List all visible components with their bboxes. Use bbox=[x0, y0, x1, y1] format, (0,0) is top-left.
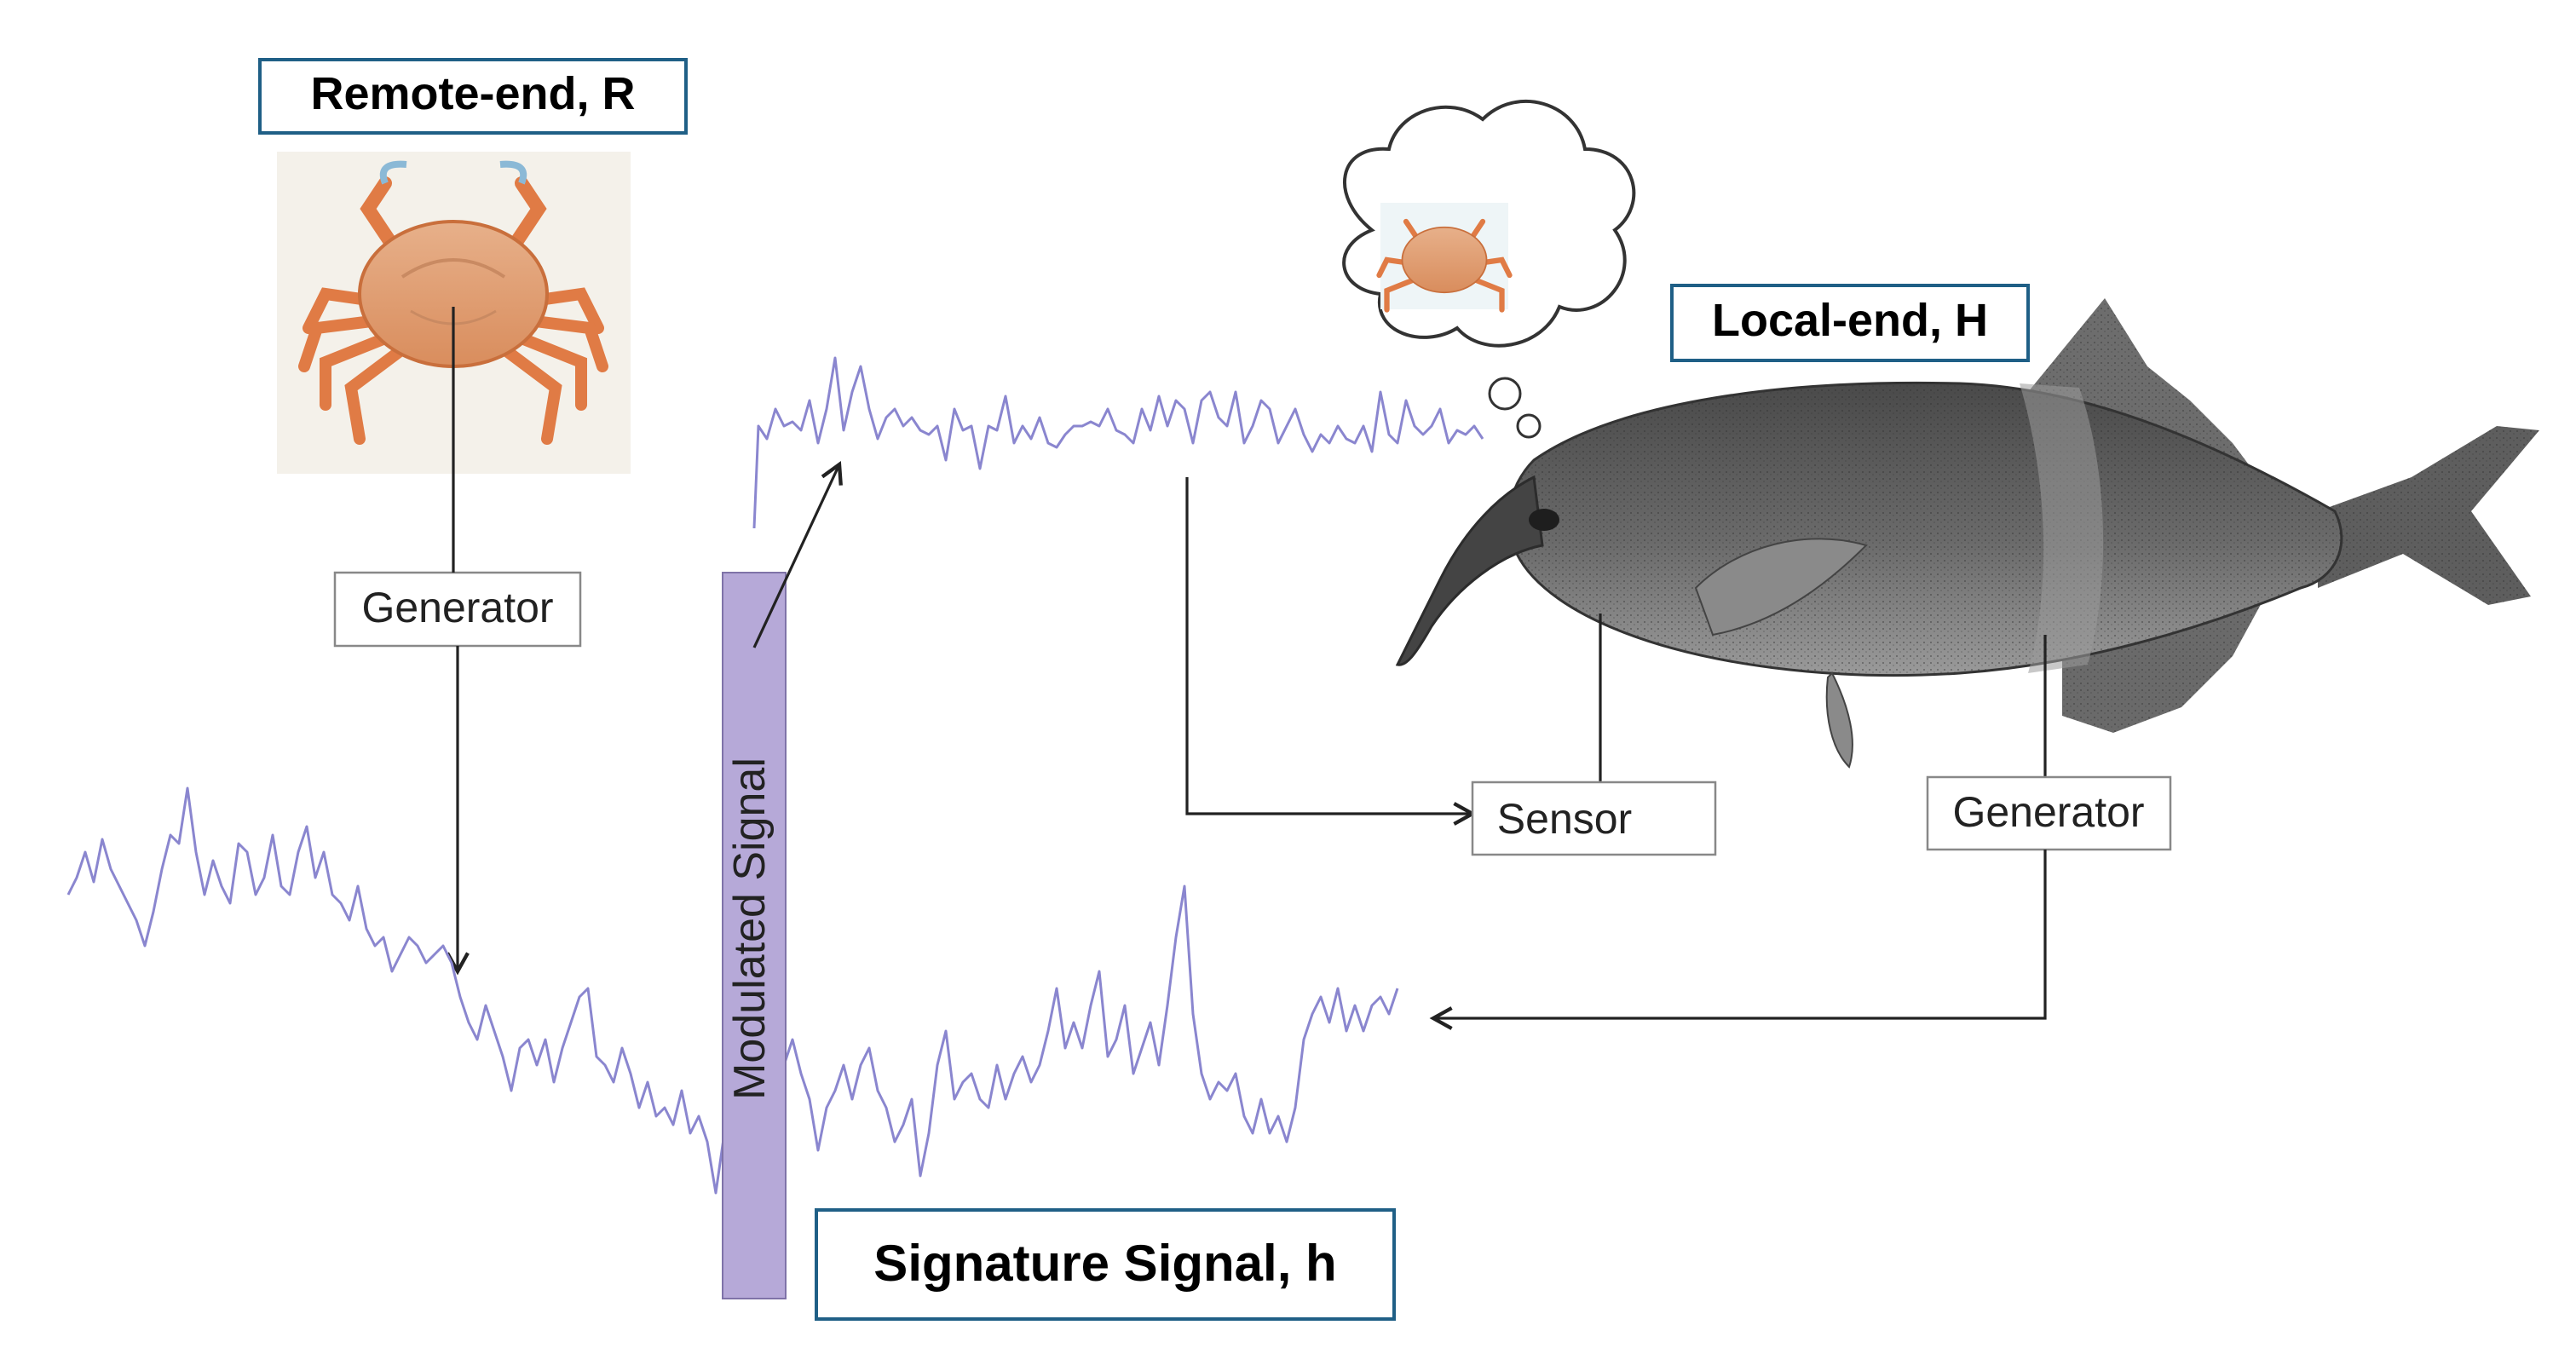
sensor-label: Sensor bbox=[1497, 795, 1632, 843]
left-generator-box: Generator bbox=[333, 571, 582, 648]
received-signal-trace bbox=[752, 356, 1484, 529]
thought-bubble-icon bbox=[1342, 99, 1636, 439]
sensor-box: Sensor bbox=[1471, 781, 1717, 856]
remote-end-label: Remote-end, R bbox=[310, 68, 635, 119]
modulated-signal-label: Modulated Signal bbox=[725, 758, 775, 1100]
right-generator-box: Generator bbox=[1926, 775, 2172, 851]
signal-to-sensor-connector bbox=[1185, 477, 1477, 826]
signature-signal-label: Signature Signal, h bbox=[873, 1235, 1336, 1292]
modulated-to-upper-arrow bbox=[752, 460, 843, 648]
left-generator-label: Generator bbox=[361, 584, 553, 631]
right-generator-label: Generator bbox=[1952, 788, 2144, 836]
remote-end-box: Remote-end, R bbox=[258, 58, 688, 135]
fish-icon bbox=[1395, 298, 2539, 769]
local-end-box: Local-end, H bbox=[1670, 284, 2030, 362]
modulated-signal-bar: Modulated Signal bbox=[722, 572, 787, 1299]
local-end-label: Local-end, H bbox=[1712, 295, 1988, 346]
signature-signal-box: Signature Signal, h bbox=[815, 1208, 1396, 1321]
generator-to-signal-connector bbox=[1429, 850, 2047, 1030]
